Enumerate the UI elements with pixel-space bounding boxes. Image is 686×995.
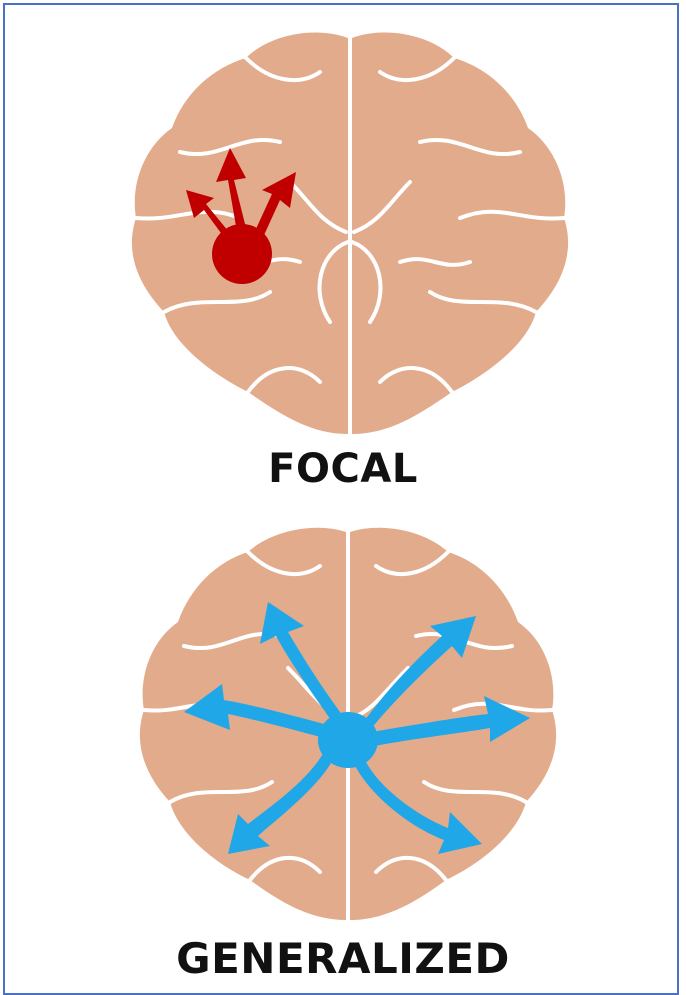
brain-focal-illustration xyxy=(120,22,580,442)
brain-generalized-illustration xyxy=(128,518,568,928)
generalized-label: GENERALIZED xyxy=(0,934,686,983)
focal-label: FOCAL xyxy=(0,446,686,492)
